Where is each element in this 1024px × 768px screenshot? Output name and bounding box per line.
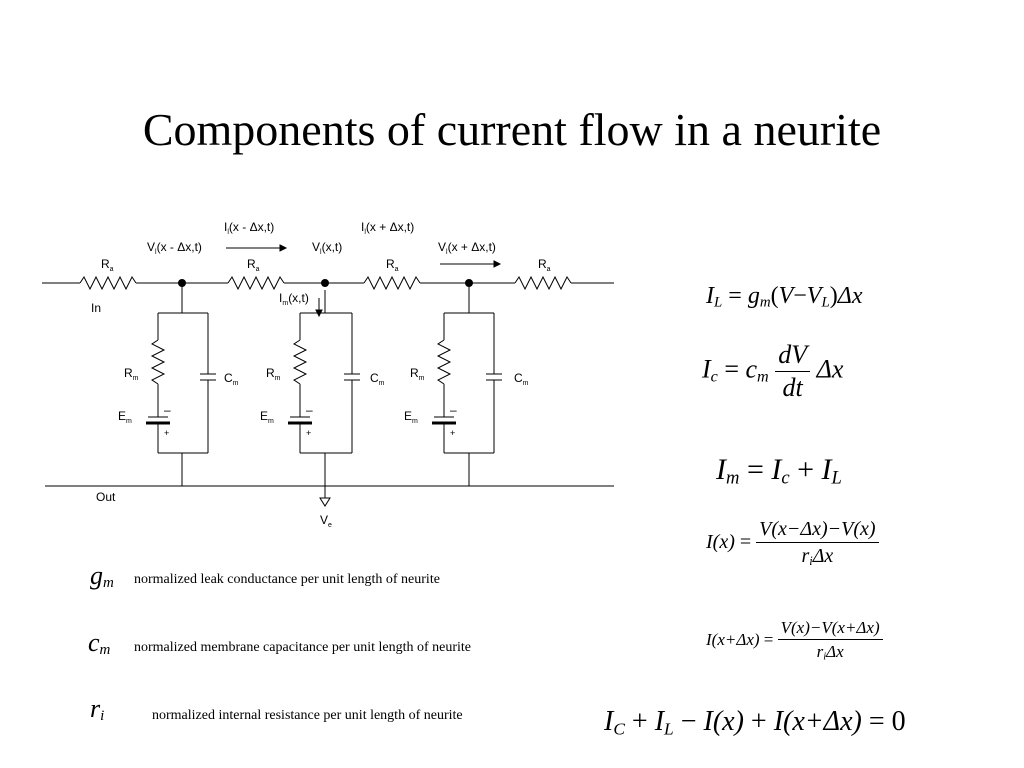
plus-3: +: [450, 428, 455, 438]
minus-3: –: [450, 403, 457, 417]
rm-label-3: Rm: [410, 366, 425, 382]
minus-2: –: [306, 403, 313, 417]
legend-text-cm: normalized membrane capacitance per unit…: [134, 640, 472, 655]
cm-label-1: Cm: [224, 371, 239, 387]
cm-label-3: Cm: [514, 371, 529, 387]
legend-text-ri: normalized internal resistance per unit …: [152, 708, 463, 723]
node-dot-mid: [321, 279, 329, 287]
em-label-1: Em: [118, 409, 132, 425]
ra-label-3: Ra: [386, 257, 399, 273]
ra-label-2: Ra: [247, 257, 260, 273]
current-left-label: Il(x - Δx,t): [224, 220, 274, 236]
axial-resistor-3: [363, 275, 421, 291]
membrane-resistor-2: [292, 339, 308, 385]
membrane-resistor-3: [436, 339, 452, 385]
current-right-label: Il(x + Δx,t): [361, 220, 414, 236]
em-label-3: Em: [404, 409, 418, 425]
em-label-2: Em: [260, 409, 274, 425]
minus-1: –: [164, 403, 171, 417]
voltage-right: Vl(x + Δx,t): [438, 240, 496, 256]
circuit-diagram: Ra Ra Ra Ra In Out Ve Vl(x - Δx,t) Vl(x,…: [42, 220, 614, 529]
equation-leak-current: IL = gm(V−VL)Δx: [706, 283, 863, 311]
plus-1: +: [164, 428, 169, 438]
voltage-mid: Vl(x,t): [312, 240, 342, 256]
out-label: Out: [96, 490, 116, 504]
ground-symbol: [319, 497, 331, 507]
equation-current-conservation: IC + IL − I(x) + I(x+Δx) = 0: [604, 706, 906, 739]
membrane-resistor-1: [150, 339, 166, 385]
axial-resistor-2: [227, 275, 285, 291]
axial-resistor-4: [514, 275, 572, 291]
ve-label: Ve: [320, 513, 332, 529]
slide-title: Components of current flow in a neurite: [142, 104, 882, 155]
cm-label-2: Cm: [370, 371, 385, 387]
legend-text-gm: normalized leak conductance per unit len…: [134, 572, 440, 587]
axial-resistor-1: [79, 275, 137, 291]
rm-label-1: Rm: [124, 366, 139, 382]
legend-symbol-gm: gm: [90, 561, 114, 591]
ra-label-4: Ra: [538, 257, 551, 273]
current-membrane-label: Im(x,t): [279, 291, 309, 307]
plus-2: +: [306, 428, 311, 438]
legend-symbol-cm: cm: [88, 628, 111, 658]
in-label: In: [91, 301, 101, 315]
equation-axial-current-left: I(x) = V(x−Δx)−V(x)riΔx: [706, 519, 879, 568]
ra-label-1: Ra: [101, 257, 114, 273]
voltage-left: Vl(x - Δx,t): [147, 240, 202, 256]
equation-axial-current-right: I(x+Δx) = V(x)−V(x+Δx)riΔx: [706, 619, 883, 663]
equation-membrane-current: Im = Ic + IL: [716, 453, 842, 489]
rm-label-2: Rm: [266, 366, 281, 382]
legend-symbol-ri: ri: [90, 694, 105, 724]
